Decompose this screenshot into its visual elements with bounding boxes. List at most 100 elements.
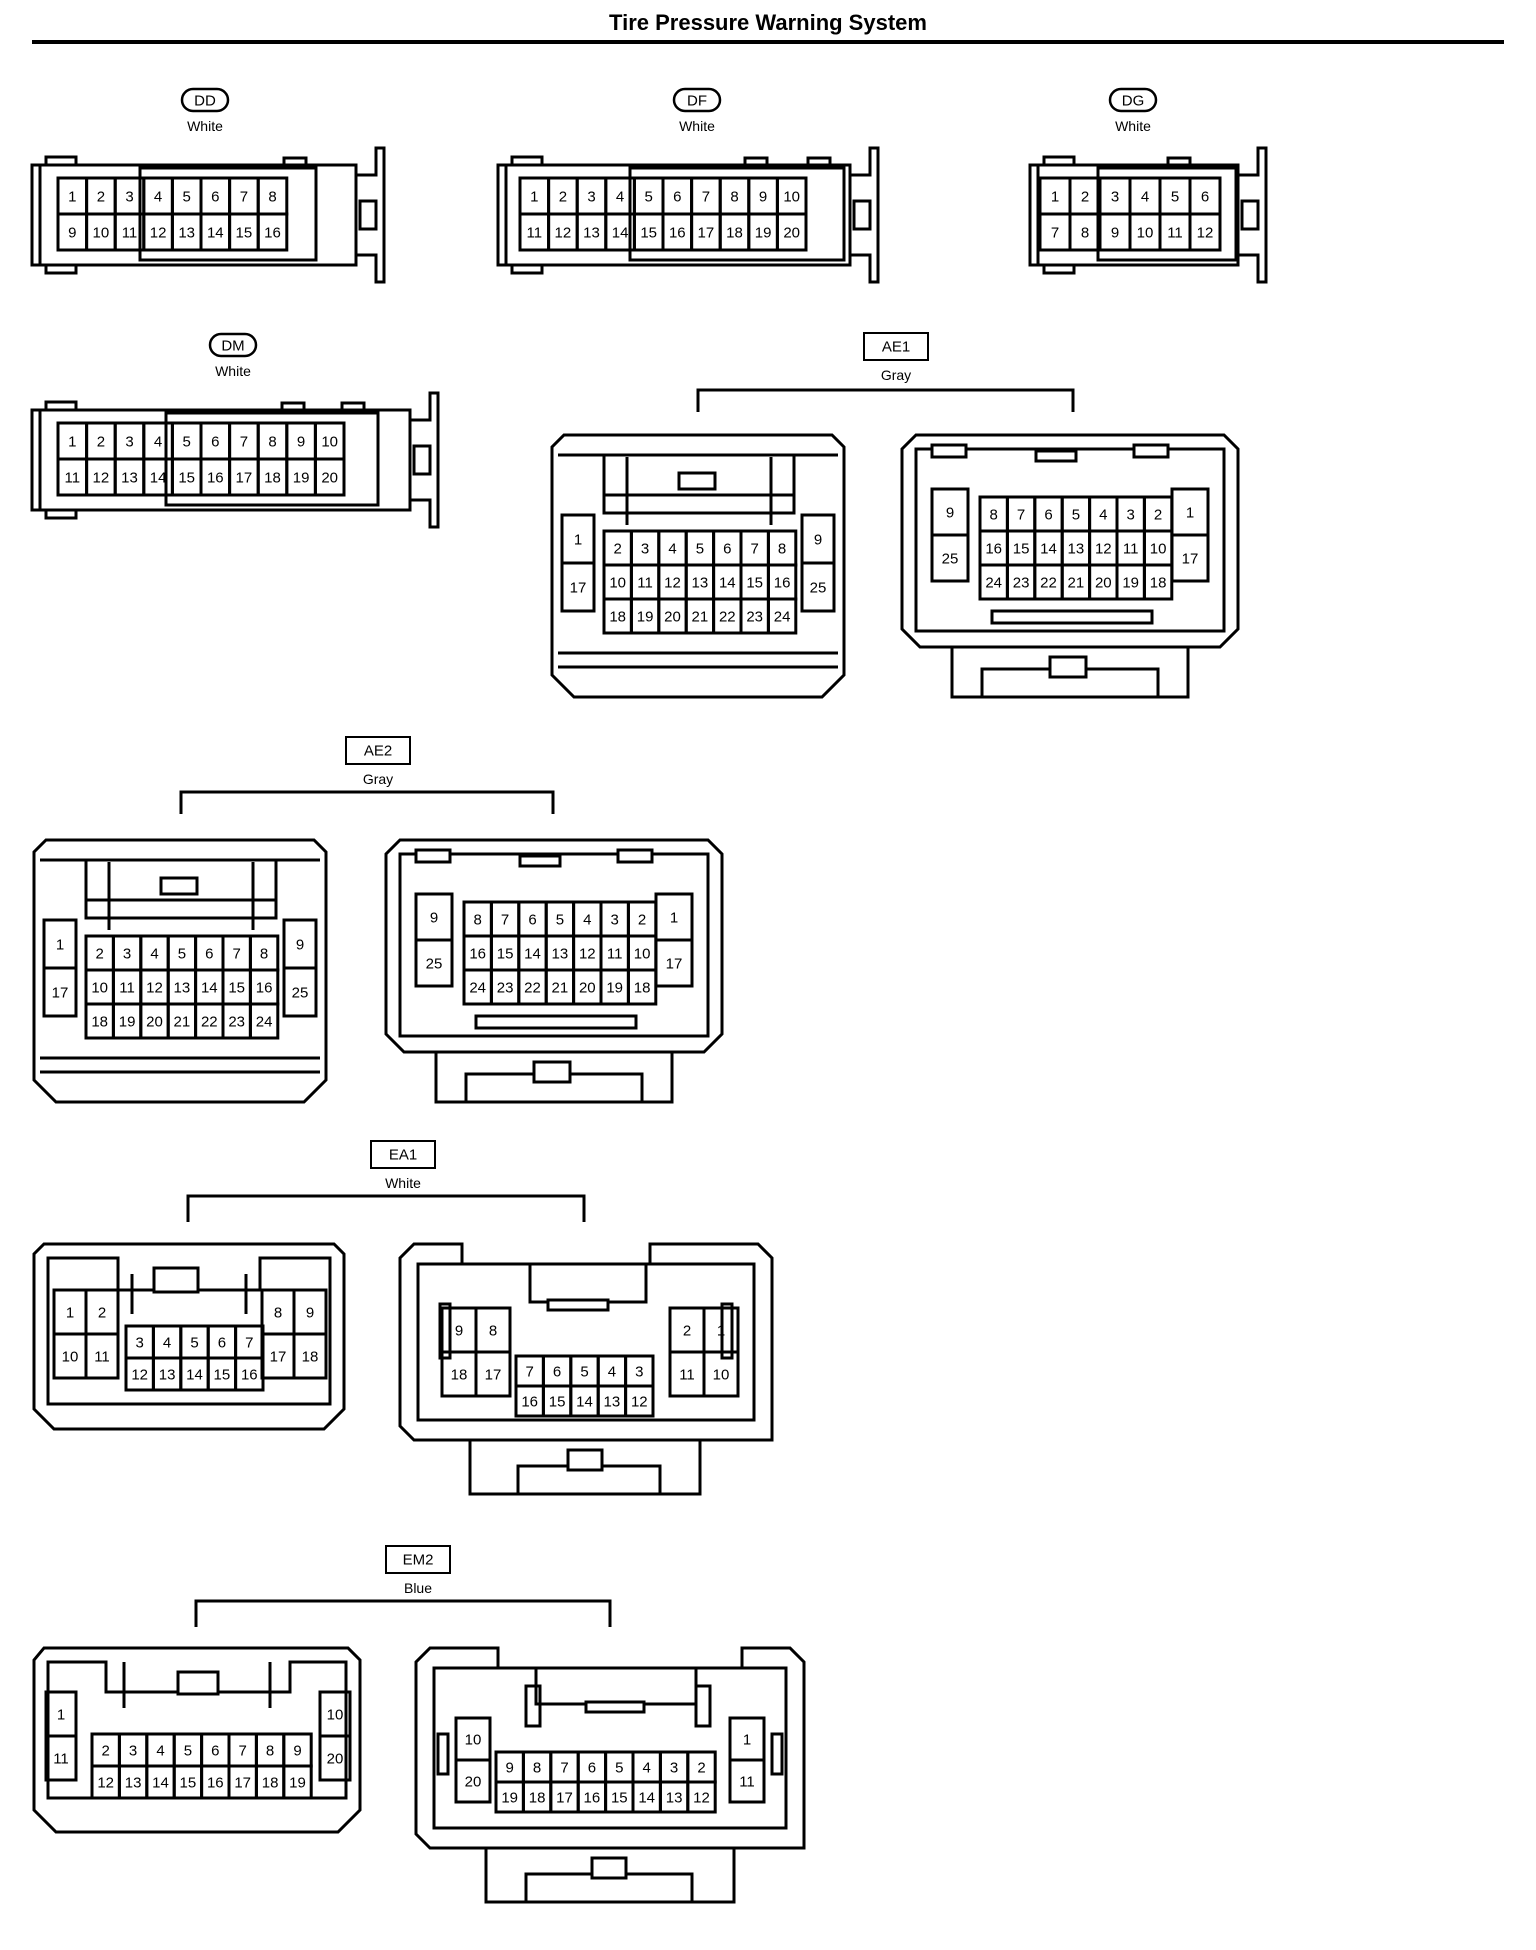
ae1-pin-4: 4 (668, 541, 676, 558)
ae1-pin-13: 13 (1068, 541, 1085, 558)
dg-pin-3: 3 (1111, 189, 1119, 206)
ea1-pin-10: 10 (62, 1349, 79, 1366)
dm-pin-6: 6 (211, 434, 219, 451)
ea1-pin-7: 7 (526, 1364, 534, 1381)
ae1-pin-24: 24 (985, 575, 1002, 592)
dd-code-badge (180, 87, 230, 113)
dg-pin-6: 6 (1201, 189, 1209, 206)
ea1-pin-3: 3 (136, 1335, 144, 1352)
ae2-pin-1: 1 (670, 910, 678, 927)
ae2-pin-24: 24 (469, 980, 486, 997)
dm-pin-16: 16 (207, 470, 224, 487)
ae1-pin-21: 21 (692, 609, 709, 626)
ae2-pin-15: 15 (497, 946, 514, 963)
ae2-pin-14: 14 (201, 980, 218, 997)
dd-pin-15: 15 (236, 225, 253, 242)
ea1-pin-2: 2 (683, 1323, 691, 1340)
df-pin-17: 17 (698, 225, 715, 242)
df-pin-10: 10 (783, 189, 800, 206)
ae1-pin-16: 16 (774, 575, 791, 592)
ae2-color: Gray (363, 771, 393, 787)
em2-pin-12: 12 (97, 1775, 114, 1792)
ea1-pin-15: 15 (214, 1367, 231, 1384)
ae2-pin-6: 6 (205, 946, 213, 963)
em2-pin-19: 19 (289, 1775, 306, 1792)
df-pin-4: 4 (616, 189, 624, 206)
em2-pin-14: 14 (152, 1775, 169, 1792)
ae2-pin-10: 10 (634, 946, 651, 963)
df-pin-7: 7 (702, 189, 710, 206)
df-color: White (679, 118, 715, 134)
ae2-pin-16: 16 (469, 946, 486, 963)
ea1-pin-18: 18 (451, 1367, 468, 1384)
ae1-pin-10: 10 (609, 575, 626, 592)
df-pin-20: 20 (783, 225, 800, 242)
ae1-pin-12: 12 (1095, 541, 1112, 558)
ea1-code-box (370, 1140, 436, 1169)
ae2-pin-25: 25 (426, 956, 443, 973)
em2-pin-7: 7 (239, 1743, 247, 1760)
em2-pin-19: 19 (501, 1790, 518, 1807)
dd-pin-1: 1 (68, 189, 76, 206)
ea1-pin-12: 12 (131, 1367, 148, 1384)
ae1-pin-1: 1 (574, 532, 582, 549)
dm-pin-9: 9 (297, 434, 305, 451)
ae2-pin-22: 22 (201, 1014, 218, 1031)
dm-pin-12: 12 (93, 470, 110, 487)
ea1-pin-3: 3 (635, 1364, 643, 1381)
ae2-pin-8: 8 (260, 946, 268, 963)
ae2-pin-11: 11 (607, 946, 623, 963)
em2-view-bracket (194, 1599, 612, 1627)
ea1-pin-14: 14 (576, 1394, 593, 1411)
em2-pin-5: 5 (184, 1743, 192, 1760)
dg-pin-10: 10 (1137, 225, 1154, 242)
ae2-pin-23: 23 (497, 980, 514, 997)
ae2-pin-5: 5 (556, 912, 564, 929)
dm-pin-14: 14 (150, 470, 167, 487)
ae1-pin-5: 5 (1072, 507, 1080, 524)
ae1-pin-11: 11 (637, 575, 653, 592)
ea1-pin-11: 11 (94, 1349, 110, 1366)
ea1-pin-1: 1 (66, 1305, 74, 1322)
em2-pin-20: 20 (465, 1774, 482, 1791)
dg-pin-8: 8 (1081, 225, 1089, 242)
ae2-pin-4: 4 (150, 946, 158, 963)
ae2-pin-2: 2 (96, 946, 104, 963)
dd-pin-10: 10 (93, 225, 110, 242)
ae2-pin-20: 20 (146, 1014, 163, 1031)
dg-pin-1: 1 (1051, 189, 1059, 206)
ae1-code: AE1 (882, 339, 910, 356)
em2-code: EM2 (403, 1552, 434, 1569)
dm-pin-5: 5 (183, 434, 191, 451)
dd-pin-14: 14 (207, 225, 224, 242)
ea1-pin-1: 1 (717, 1323, 725, 1340)
dd-pin-3: 3 (125, 189, 133, 206)
df-pin-16: 16 (669, 225, 686, 242)
ae2-code: AE2 (364, 743, 392, 760)
em2-pin-16: 16 (207, 1775, 224, 1792)
ae2-pin-4: 4 (583, 912, 591, 929)
dm-pin-1: 1 (68, 434, 76, 451)
dg-pin-2: 2 (1081, 189, 1089, 206)
em2-pin-13: 13 (666, 1790, 683, 1807)
dg-pin-9: 9 (1111, 225, 1119, 242)
dm-color: White (215, 363, 251, 379)
ae1-pin-3: 3 (641, 541, 649, 558)
ae2-pin-17: 17 (52, 985, 69, 1002)
ae1-pin-15: 15 (1013, 541, 1030, 558)
dg-pin-5: 5 (1171, 189, 1179, 206)
ae2-pin-21: 21 (174, 1014, 191, 1031)
ae2-pin-2: 2 (638, 912, 646, 929)
ae2-pin-13: 13 (174, 980, 191, 997)
em2-pin-20: 20 (327, 1751, 344, 1768)
ea1-pin-8: 8 (489, 1323, 497, 1340)
dm-pin-4: 4 (154, 434, 162, 451)
ae1-pin-19: 19 (1122, 575, 1139, 592)
ea1-pin-12: 12 (631, 1394, 648, 1411)
